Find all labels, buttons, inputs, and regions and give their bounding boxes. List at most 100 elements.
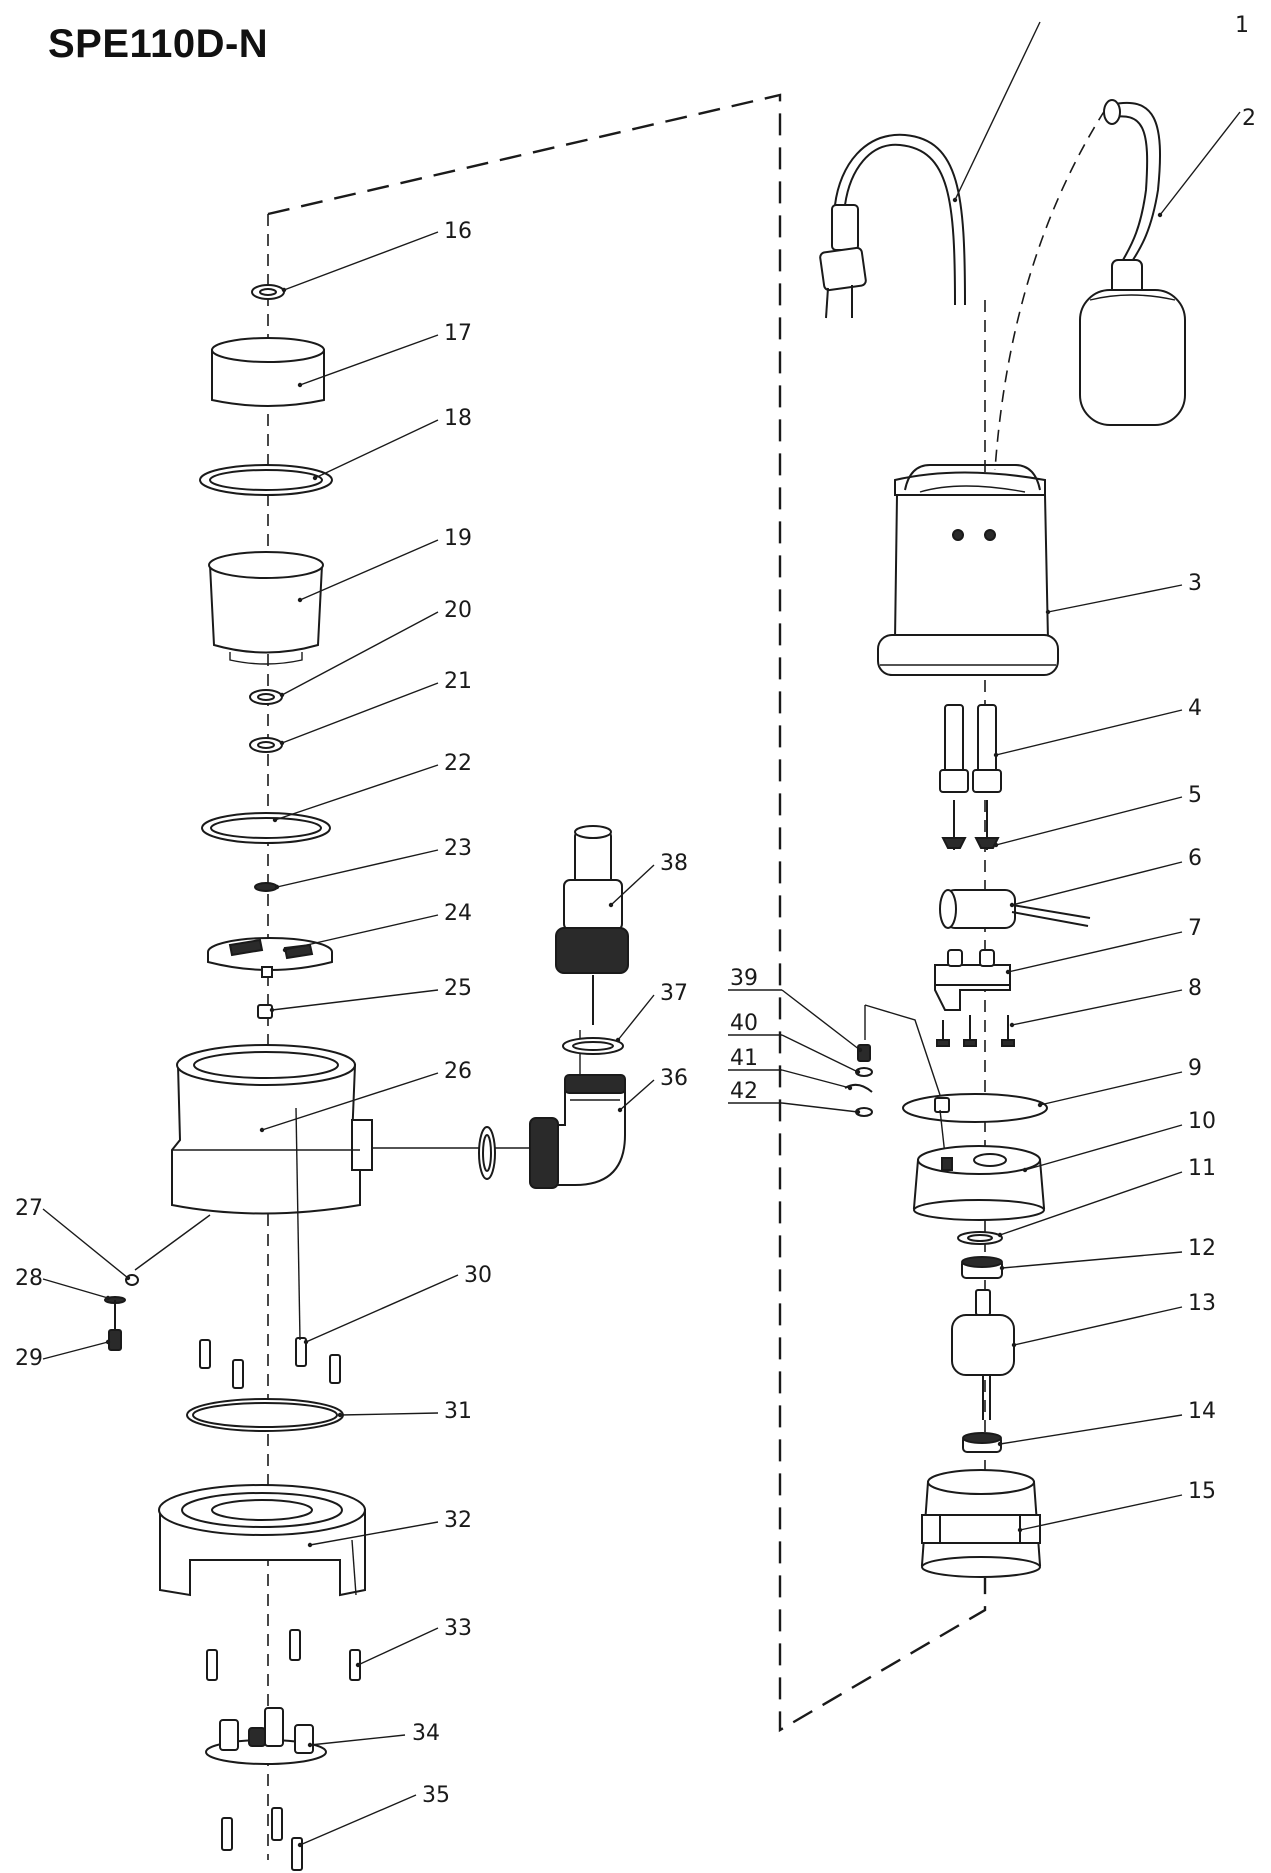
leader-line-19: [299, 539, 439, 601]
leader-line-28: [42, 1278, 109, 1299]
leader-line-29: [42, 1341, 109, 1360]
part-number-label-7: 7: [1188, 916, 1202, 941]
part-number-label-1: 1: [1235, 13, 1249, 38]
leader-line-20: [281, 611, 439, 696]
part-washer-20: [249, 689, 283, 705]
part-number-label-36: 36: [660, 1066, 688, 1091]
part-number-label-6: 6: [1188, 846, 1202, 871]
part-number-label-33: 33: [444, 1616, 472, 1641]
part-inner-cup: [208, 551, 324, 665]
leader-line-40: [781, 1034, 859, 1073]
part-cylinder-cap: [211, 337, 325, 407]
part-washer-11: [957, 1231, 1003, 1245]
part-screws-30: [199, 1107, 341, 1389]
part-gasket-ring-22: [201, 812, 331, 844]
part-number-label-3: 3: [1188, 571, 1202, 596]
part-number-label-15: 15: [1188, 1479, 1216, 1504]
part-terminal-pins: [941, 800, 1000, 850]
leader-tip-39: [857, 1047, 863, 1053]
leader-tip-30: [303, 1339, 309, 1345]
float-cable-path: [994, 109, 1106, 471]
leader-line-9: [1039, 1071, 1183, 1106]
leader-line-21: [281, 682, 439, 744]
leader-line-14: [999, 1414, 1183, 1445]
leader-tip-21: [279, 740, 285, 746]
part-number-label-25: 25: [444, 976, 472, 1001]
part-number-label-4: 4: [1188, 696, 1202, 721]
part-screw-set-27-29: [104, 1274, 139, 1351]
leader-line-17: [299, 334, 439, 386]
leader-line-7: [1007, 931, 1183, 973]
leader-line-32: [309, 1521, 439, 1546]
leader-tip-32: [307, 1542, 313, 1548]
part-washer-16: [251, 284, 285, 300]
leader-tip-17: [297, 382, 303, 388]
part-large-ring-31: [186, 1398, 344, 1432]
part-lower-bearing: [962, 1432, 1002, 1453]
part-pump-housing: [134, 1044, 373, 1271]
leader-tip-36: [617, 1107, 623, 1113]
part-rotor: [951, 1289, 1015, 1420]
part-number-label-10: 10: [1188, 1109, 1216, 1134]
leader-tip-5: [993, 842, 999, 848]
leader-line-10: [1024, 1124, 1183, 1171]
leader-line-16: [283, 231, 439, 291]
leader-tip-20: [279, 692, 285, 698]
leader-tip-37: [615, 1037, 621, 1043]
leader-tip-2: [1157, 212, 1163, 218]
part-capacitor: [939, 889, 1091, 929]
leader-tip-40: [855, 1069, 861, 1075]
leader-tip-33: [355, 1662, 361, 1668]
part-number-label-12: 12: [1188, 1236, 1216, 1261]
part-number-label-38: 38: [660, 851, 688, 876]
part-elbow-fitting: [529, 1074, 626, 1189]
leader-tip-1: [952, 197, 958, 203]
part-number-label-11: 11: [1188, 1156, 1216, 1181]
part-number-label-24: 24: [444, 901, 472, 926]
part-screws-35: [221, 1807, 303, 1871]
part-number-label-42: 42: [730, 1079, 758, 1104]
part-upper-bearing: [961, 1256, 1003, 1279]
leader-line-30: [305, 1274, 459, 1343]
part-number-label-22: 22: [444, 751, 472, 776]
part-number-label-2: 2: [1242, 106, 1256, 131]
leader-line-11: [999, 1171, 1183, 1236]
part-number-label-31: 31: [444, 1399, 472, 1424]
leader-tip-15: [1017, 1527, 1023, 1533]
part-number-label-39: 39: [730, 966, 758, 991]
part-number-label-35: 35: [422, 1783, 450, 1808]
leader-tip-6: [1009, 902, 1015, 908]
part-motor-housing: [877, 464, 1059, 676]
part-number-label-19: 19: [444, 526, 472, 551]
assembly-path-line: [267, 93, 987, 1733]
part-number-label-17: 17: [444, 321, 472, 346]
part-number-label-40: 40: [730, 1011, 758, 1036]
leader-line-23: [276, 849, 439, 888]
leader-line-26: [261, 1072, 439, 1131]
part-number-label-30: 30: [464, 1263, 492, 1288]
leader-tip-31: [337, 1412, 343, 1418]
leader-tip-16: [281, 287, 287, 293]
leader-line-42: [781, 1102, 859, 1113]
leader-line-25: [271, 989, 439, 1011]
part-number-label-23: 23: [444, 836, 472, 861]
part-number-label-21: 21: [444, 669, 472, 694]
leader-line-6: [1011, 861, 1183, 906]
leader-tip-34: [307, 1742, 313, 1748]
leader-line-38: [610, 864, 655, 906]
leader-line-31: [339, 1412, 439, 1416]
part-terminal-sleeves: [939, 704, 1002, 793]
leader-line-27: [42, 1208, 129, 1279]
leader-tip-26: [259, 1127, 265, 1133]
leader-tip-23: [274, 884, 280, 890]
leader-line-8: [1011, 989, 1183, 1026]
leader-line-1: [954, 21, 1041, 201]
part-gasket-ring-18: [199, 464, 333, 496]
leader-tip-7: [1005, 969, 1011, 975]
part-impeller: [207, 937, 333, 978]
diagram-title: SPE110D-N: [48, 22, 269, 66]
leader-tip-3: [1045, 609, 1051, 615]
leader-tip-22: [272, 817, 278, 823]
leader-tip-8: [1009, 1022, 1015, 1028]
